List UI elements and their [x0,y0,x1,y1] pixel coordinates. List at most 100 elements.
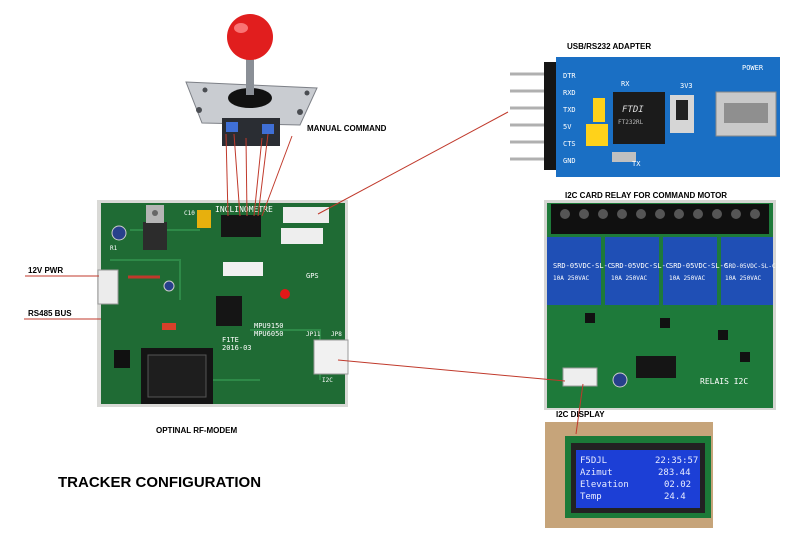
relay-driver-chip [636,356,676,378]
joystick-screw [196,107,202,113]
usb-silk-tx: TX [632,160,641,168]
lcd-line2-right: 283.44 [658,468,691,478]
usb-pin-5v: 5V [563,123,572,131]
wire-joystick-3 [245,137,248,217]
relay-board-name: RELAIS I2C [700,377,748,386]
joystick [185,14,318,146]
label-manual-command: MANUAL COMMAND [307,124,387,133]
voltage-regulator [143,222,167,250]
relay-4 [721,237,773,305]
usb-silk-power: POWER [742,64,764,72]
wire-i2c-relay [337,359,566,382]
silk-jp8: JP8 [331,331,342,338]
diagram-title: TRACKER CONFIGURATION [58,474,262,491]
gps-connector [223,262,263,276]
relay-i2c-connector [562,367,598,387]
lcd-screen [576,450,700,508]
relay-4-text: SRD-05VDC-SL-C [725,263,776,270]
mini-usb-port-inner [724,103,768,123]
isp-jumper-bottom [586,124,608,146]
wire-joystick-1 [225,133,229,217]
relay-1 [547,237,601,305]
usb-pin-gnd: GND [563,157,576,165]
relay-1-rating: 10A 250VAC [553,275,590,282]
relay-4-rating: 10A 250VAC [725,275,762,282]
transistor [114,350,130,368]
tantalum-capacitor [197,210,211,228]
label-i2c-display: I2C DISPLAY [556,410,605,419]
lcd-line4-right: 24.4 [664,492,686,502]
capacitor [163,280,175,292]
wire-joystick-4 [253,137,263,217]
joystick-shaft [246,55,254,95]
ftdi-chip [613,92,665,144]
silk-f1te: F1TE [222,336,239,344]
usb-silk-rx: RX [621,80,630,88]
lcd-line1-left: F5DJL [580,456,607,466]
wire-joystick-6 [261,135,293,217]
relay-3 [663,237,717,305]
joystick-switch [226,122,238,132]
joystick-ball-shine [234,23,248,33]
red-led [280,289,290,299]
silk-c10: C10 [184,210,195,217]
mpu-chip [216,296,242,326]
wire-joystick-2 [233,133,241,217]
relay-silk: SRD-05VDC-SL-C 10A 250VAC SRD-05VDC-SL-C… [553,262,776,386]
isp-jumper-top [593,98,605,122]
aux-connector [281,228,323,244]
relay-board [544,200,776,410]
label-rf-modem: OPTINAL RF-MODEM [156,426,238,435]
silk-gps: GPS [306,272,319,280]
relay-2 [605,237,659,305]
label-relay-card: I2C CARD RELAY FOR COMMAND MOTOR [565,191,728,200]
regulator-hole [152,210,158,216]
wire-joystick-5 [257,133,269,217]
relay-capacitor [612,372,628,388]
silk-i2c: I2C [322,377,333,384]
connection-lines [24,111,584,435]
relay-1-text: SRD-05VDC-SL-C [553,262,612,270]
lcd-line2-left: Azimut [580,468,613,478]
joystick-screw [202,87,208,93]
terminal-screws [560,209,760,219]
label-rs485-bus: RS485 BUS [28,309,72,318]
relay-transistors [585,313,750,362]
label-usb-adapter: USB/RS232 ADAPTER [567,42,652,51]
voltage-switch-knob [676,100,688,120]
main-board [97,200,349,407]
usb-adapter [510,57,780,177]
lcd-line4-left: Temp [580,492,602,502]
label-12v-pwr: 12V PWR [28,266,64,275]
usb-pin-cts: CTS [563,140,576,148]
i2c-connector [313,339,349,375]
joystick-switch [262,124,274,134]
lcd-module [545,422,713,528]
rf-modem-shield [147,354,207,398]
silk-r1: R1 [110,245,118,252]
silk-jp11: JP11 [306,331,321,338]
usb-pin-dtr: DTR [563,72,576,80]
lcd-line3-left: Elevation [580,480,629,490]
lcd-text: F5DJL 22:35:57 Azimut 283.44 Elevation 0… [580,456,698,502]
inclinometre-header [221,215,261,237]
usb-pin-rxd: RXD [563,89,576,97]
ftdi-logo: FTDI [622,105,644,115]
silk-mpu2: MPU6050 [254,330,284,338]
usb-pin-header [510,72,545,161]
relay-2-text: SRD-05VDC-SL-C [611,262,670,270]
usb-silk: DTR RXD TXD 5V CTS GND POWER RX TX 3V3 F… [563,64,764,168]
crystal [612,152,636,162]
usb-pin-txd: TXD [563,106,576,114]
wire-i2c-display [575,383,584,435]
usb-connector [283,207,329,223]
capacitor [111,225,127,241]
joystick-screw [297,109,303,115]
silk-mpu: MPU9150 [254,322,284,330]
jumper [162,323,176,330]
usb-pin-housing [544,62,556,170]
silk-inclinometre: INCLINOMETRE [215,205,273,214]
wire-usb [317,111,509,215]
